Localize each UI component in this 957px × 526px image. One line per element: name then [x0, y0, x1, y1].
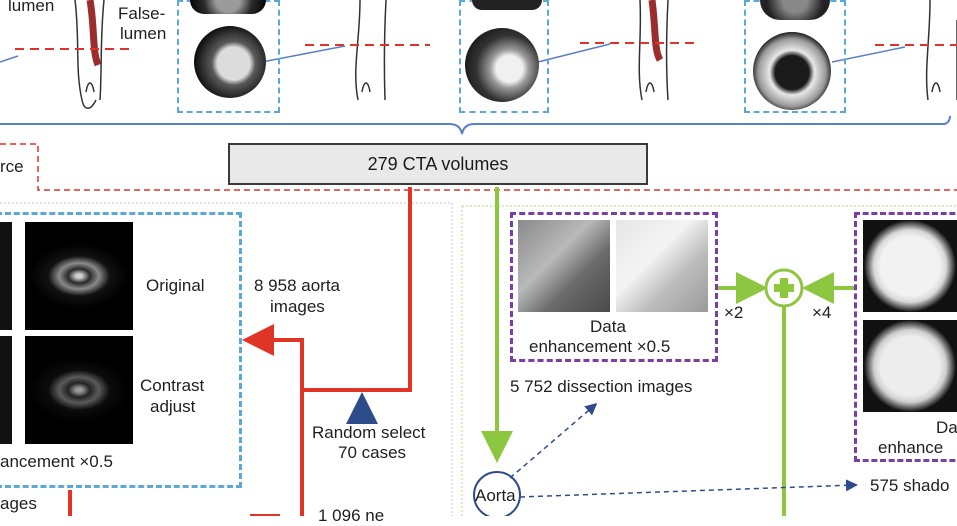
data-enh-right-label-1: Da	[936, 418, 957, 437]
dissection-patch-1	[518, 220, 610, 312]
false-lumen-label-2: lumen	[120, 24, 167, 43]
dissection-enh-frame	[510, 212, 718, 362]
false-lumen-2	[648, 0, 664, 62]
shadow-count-label: 575 shado	[870, 476, 950, 495]
red-flow	[68, 187, 412, 516]
aorta-images-label-2: images	[270, 297, 325, 316]
bottom-partial-label: 1 096 ne	[318, 506, 385, 525]
ct-image-top-1b	[194, 26, 266, 98]
images-label-left: ages	[0, 494, 37, 513]
enhancement-label-left: ancement ×0.5	[0, 452, 113, 471]
shadow-patch-2	[863, 320, 957, 412]
ct-original	[25, 222, 133, 330]
shadow-patch-1	[863, 220, 957, 312]
aorta-node-label: Aorta	[475, 486, 516, 505]
lumen-label: lumen	[8, 0, 55, 15]
ct-image-top-2a	[472, 0, 542, 10]
ct-image-top-2b	[465, 28, 539, 102]
cta-volumes-label: 279 CTA volumes	[367, 153, 509, 174]
aorta-node	[473, 471, 521, 516]
ct-image-top-3a	[760, 0, 830, 20]
aorta-sketch-3	[638, 0, 669, 101]
random-select-label-1: Random select	[312, 423, 426, 442]
aorta-sketch-2	[355, 0, 387, 101]
aorta-images-label-1: 8 958 aorta	[254, 276, 341, 295]
data-enh-label-1: Data	[590, 317, 626, 336]
aorta-sketch-4	[925, 0, 957, 101]
data-enh-right-label-2: enhance	[878, 438, 944, 457]
cta-volumes-box: 279 CTA volumes	[228, 143, 648, 185]
level-markers	[15, 42, 957, 50]
random-select-label-2: 70 cases	[338, 443, 407, 462]
false-lumen-1	[86, 0, 102, 67]
aorta-sketch-1	[74, 0, 105, 109]
ct-contrast	[25, 336, 133, 444]
shadow-enh-frame	[854, 212, 957, 462]
to-dissection-arrow	[509, 403, 598, 479]
data-enh-label-2: enhancement ×0.5	[529, 337, 671, 356]
x4-label: ×4	[812, 303, 832, 322]
ct-original-left	[0, 222, 12, 330]
brace	[0, 115, 951, 135]
dissection-images-label: 5 752 dissection images	[510, 377, 693, 396]
ct-contrast-left	[0, 336, 12, 444]
merge-node	[764, 268, 804, 308]
preprocess-frame	[0, 212, 242, 488]
green-flow	[481, 187, 855, 516]
ct-image-top-1a	[190, 0, 266, 14]
to-shadow-arrow	[519, 479, 858, 498]
contrast-label-2: adjust	[150, 397, 196, 416]
contrast-label-1: Contrast	[140, 376, 205, 395]
ct-image-top-3b	[753, 32, 831, 110]
x2-label: ×2	[724, 303, 744, 322]
dissection-patch-2	[616, 220, 708, 312]
original-label: Original	[146, 276, 205, 295]
source-label: rce	[0, 157, 24, 176]
false-lumen-label-1: False-	[118, 4, 166, 23]
